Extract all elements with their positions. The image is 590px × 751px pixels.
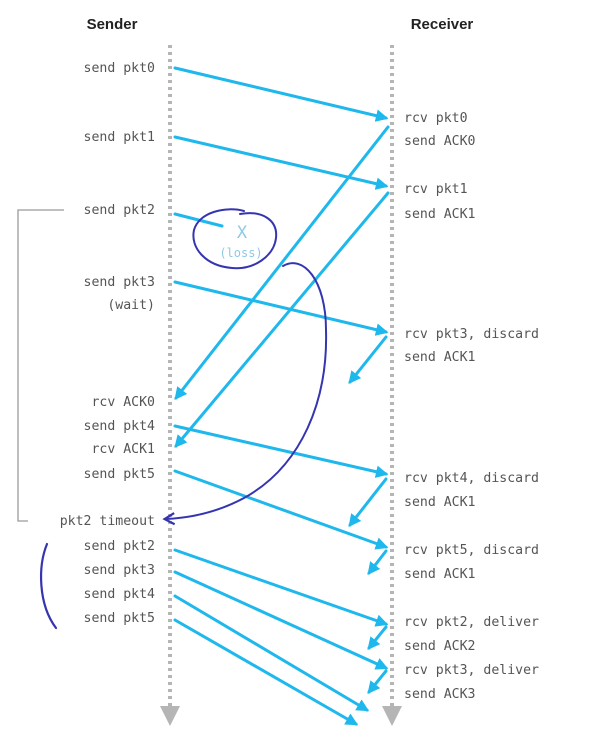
sender-label: send pkt5 (84, 611, 155, 626)
receiver-label: rcv pkt0 (404, 111, 468, 126)
sender-label: send pkt1 (84, 130, 156, 145)
sender-labels: send pkt0 send pkt1 send pkt2 send pkt3 … (60, 61, 155, 626)
pkt2-resend-arrow (173, 548, 389, 627)
loss-circle-annotation (192, 208, 278, 270)
ack-arrows (174, 125, 390, 694)
receiver-label: send ACK1 (404, 207, 476, 222)
ack0-arrow (174, 125, 390, 400)
ack1-arrow (174, 191, 390, 448)
sender-label: pkt2 timeout (60, 514, 155, 529)
pkt0-arrow (173, 66, 389, 122)
sender-label: rcv ACK1 (91, 442, 155, 457)
sender-label: rcv ACK0 (91, 395, 155, 410)
receiver-header: Receiver (411, 16, 474, 33)
loss-label: (loss) (219, 246, 262, 260)
receiver-label: send ACK1 (404, 567, 476, 582)
receiver-label: send ACK1 (404, 350, 476, 365)
pkt4-resend-arrow (173, 594, 370, 712)
receiver-label: rcv pkt3, deliver (404, 663, 539, 678)
receiver-label: rcv pkt4, discard (404, 471, 539, 486)
sender-label: send pkt3 (84, 275, 155, 290)
pkt5-resend-arrow (173, 618, 359, 726)
receiver-label: send ACK0 (404, 134, 476, 149)
pkt1-arrow (173, 135, 389, 190)
resend-bracket-annotation (39, 542, 58, 630)
dup-ack1-arrow (348, 335, 388, 384)
timeout-bracket (17, 209, 64, 522)
timeout-curve-annotation (162, 262, 328, 526)
receiver-label: send ACK3 (404, 687, 475, 702)
loss-x-mark: X (237, 223, 248, 243)
sender-label: send pkt4 (84, 587, 156, 602)
pkt4-arrow (173, 424, 389, 478)
receiver-label: rcv pkt3, discard (404, 327, 539, 342)
sender-label: send pkt2 (84, 203, 155, 218)
pkt3-arrow (173, 280, 389, 336)
sender-label: send pkt2 (84, 539, 155, 554)
sender-label: send pkt0 (84, 61, 156, 76)
receiver-label: send ACK1 (404, 495, 476, 510)
dup-ack1-arrow (367, 549, 388, 575)
sender-label: (wait) (107, 298, 155, 313)
pkt3-resend-arrow (173, 570, 389, 670)
receiver-label: rcv pkt5, discard (404, 543, 539, 558)
receiver-labels: rcv pkt0 send ACK0 rcv pkt1 send ACK1 rc… (404, 111, 539, 702)
dup-ack1-arrow (348, 477, 388, 527)
packet-arrows (173, 66, 389, 726)
sender-label: send pkt4 (84, 419, 156, 434)
sender-header: Sender (87, 16, 138, 33)
sender-label: send pkt3 (84, 563, 155, 578)
ack2-arrow (367, 625, 388, 650)
receiver-label: rcv pkt1 (404, 182, 468, 197)
ack3-arrow (367, 669, 388, 694)
pkt5-arrow (173, 469, 389, 550)
receiver-label: rcv pkt2, deliver (404, 615, 539, 630)
sender-label: send pkt5 (84, 467, 155, 482)
receiver-label: send ACK2 (404, 639, 475, 654)
